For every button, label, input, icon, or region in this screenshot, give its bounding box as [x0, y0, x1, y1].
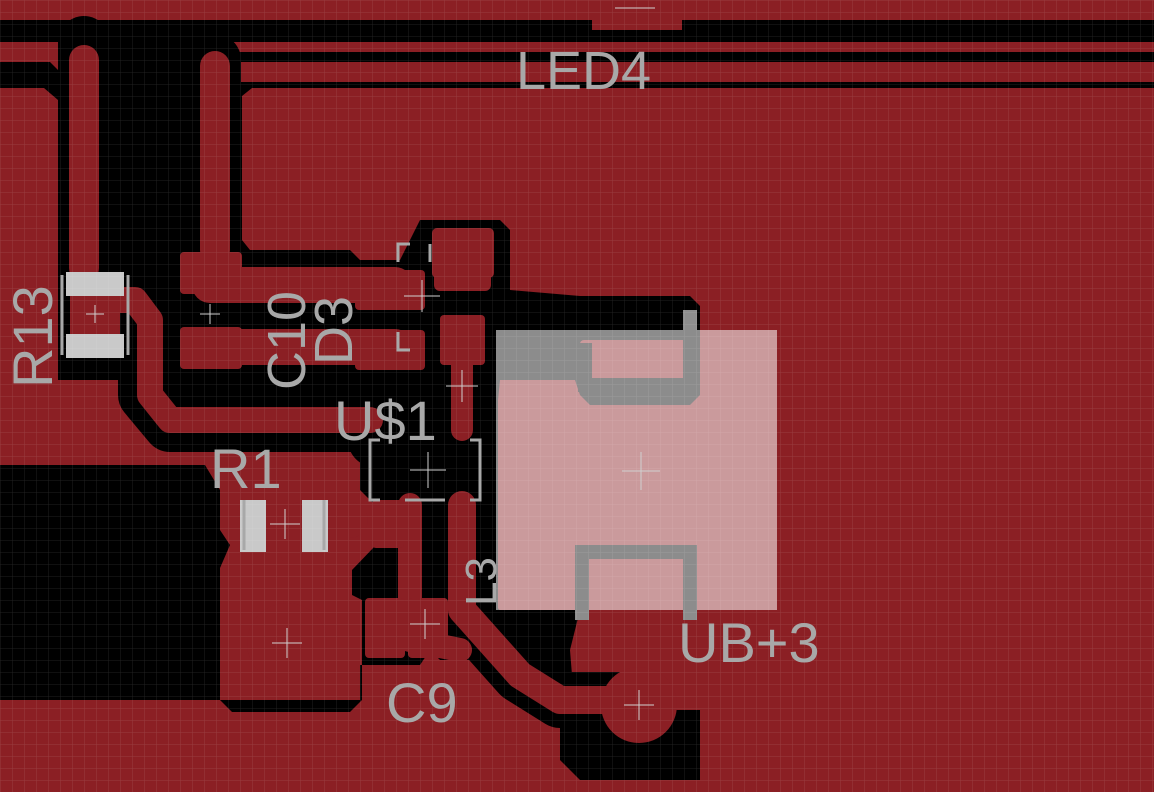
label-ub3[interactable]: UB+3	[678, 611, 820, 674]
label-r1[interactable]: R1	[210, 437, 282, 500]
label-d3[interactable]: D3	[304, 296, 364, 365]
label-r13[interactable]: R13	[1, 285, 64, 388]
silkscreen-outlines	[60, 242, 482, 550]
label-c9[interactable]: C9	[386, 671, 458, 734]
label-c10[interactable]: C10	[257, 291, 317, 390]
label-us1[interactable]: U$1	[334, 389, 437, 452]
origin-markers	[86, 7, 660, 720]
label-l3[interactable]: L3	[457, 557, 506, 606]
label-led4[interactable]: LED4	[516, 41, 651, 101]
